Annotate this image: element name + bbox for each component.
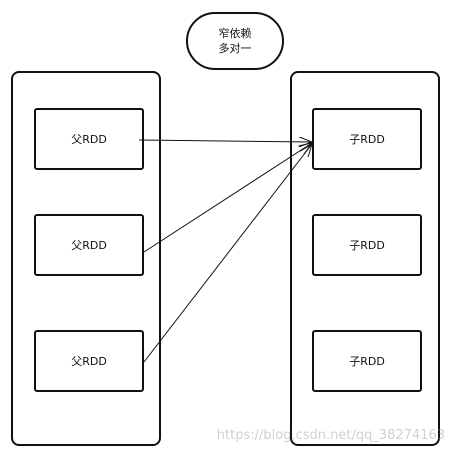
child-rdd-1: 子RDD [312, 108, 422, 170]
parent-rdd-label: 父RDD [71, 239, 107, 252]
watermark-text: https://blog.csdn.net/qq_38274163 [216, 428, 445, 443]
title-line-1: 窄依赖 [218, 27, 252, 40]
title-line-2: 多对一 [218, 42, 252, 55]
child-rdd-label: 子RDD [349, 239, 385, 252]
child-rdd-3: 子RDD [312, 330, 422, 392]
arrow-parent-2-to-child-1 [143, 143, 312, 253]
child-rdd-label: 子RDD [349, 355, 385, 368]
arrow-parent-1-to-child-1 [138, 140, 312, 142]
dependency-title-pill: 窄依赖 多对一 [186, 12, 284, 70]
parent-rdd-label: 父RDD [71, 355, 107, 368]
child-rdd-2: 子RDD [312, 214, 422, 276]
parent-rdd-1: 父RDD [34, 108, 144, 170]
parent-rdd-label: 父RDD [71, 133, 107, 146]
parent-rdd-2: 父RDD [34, 214, 144, 276]
arrow-parent-3-to-child-1 [143, 144, 312, 363]
child-rdd-label: 子RDD [349, 133, 385, 146]
parent-rdd-3: 父RDD [34, 330, 144, 392]
